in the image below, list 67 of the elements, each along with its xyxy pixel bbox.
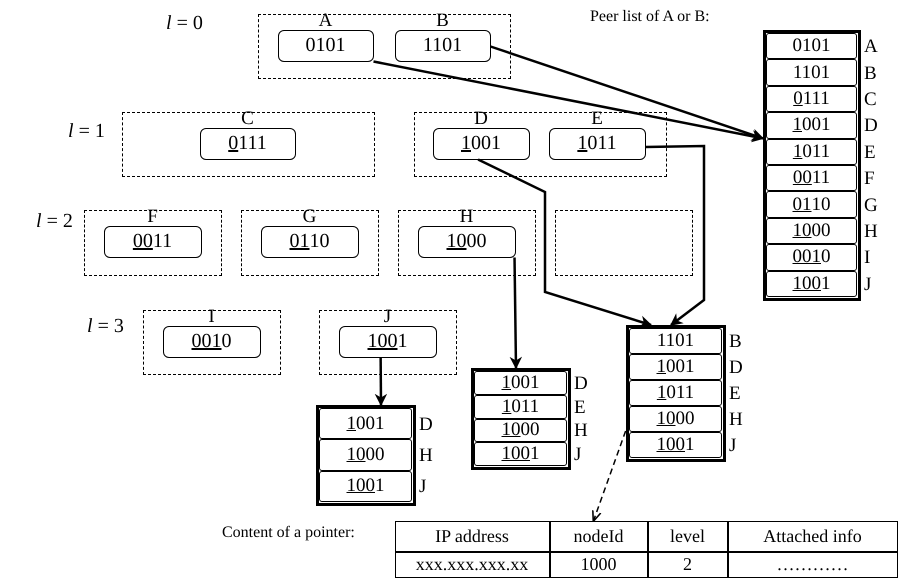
node-letter: C <box>240 110 255 128</box>
dashed-group-box <box>122 112 375 177</box>
dashed-group-box <box>241 210 379 276</box>
peer-letter: D <box>864 115 878 138</box>
peer-letter: J <box>729 435 736 457</box>
node-letter: H <box>458 208 474 226</box>
peer-letter: D <box>419 414 433 436</box>
dashed-group-box <box>143 310 281 375</box>
peer-letter: G <box>864 194 878 217</box>
node-id-box: 0110 <box>260 226 358 258</box>
peer-letter: J <box>574 444 582 466</box>
node-id-box: 1000 <box>418 226 516 258</box>
level-label: l = 3 <box>87 315 124 338</box>
peer-letter: J <box>419 476 426 498</box>
arrow <box>374 358 388 406</box>
heading-label: Peer list of A or B: <box>590 8 710 26</box>
arrow <box>373 60 764 142</box>
level-label: l = 0 <box>166 12 203 35</box>
node-letter: A <box>318 12 334 30</box>
arrow <box>490 45 764 141</box>
node-letter: I <box>207 308 216 326</box>
dashed-group-box <box>398 210 536 276</box>
table-cell: 2 <box>648 552 728 578</box>
peer-letter: I <box>864 247 870 270</box>
peer-letter: D <box>729 357 743 379</box>
peer-letter: A <box>864 36 878 58</box>
peer-letter: B <box>729 331 742 353</box>
peer-letter: E <box>729 383 741 405</box>
node-id-box: 0010 <box>162 326 260 358</box>
dashed-group-box <box>84 210 222 276</box>
peer-letter: B <box>864 62 877 85</box>
table-cell: nodeId <box>550 520 648 552</box>
table-cell: xxx.xxx.xxx.xx <box>394 552 550 578</box>
peer-letter: F <box>864 168 875 190</box>
node-id-box: 1001 <box>338 326 436 358</box>
peer-letter: D <box>574 372 588 395</box>
peer-letter: H <box>419 444 433 467</box>
node-id-box: 0101 <box>278 30 374 62</box>
peer-letter: J <box>864 274 872 296</box>
peer-letter: H <box>864 220 878 243</box>
arrow <box>645 144 706 326</box>
node-id-box: 0011 <box>104 226 202 258</box>
table-cell: level <box>648 520 728 552</box>
peer-letter: H <box>729 409 743 431</box>
peer-letter: H <box>574 420 588 442</box>
table-cell: ………… <box>728 552 898 578</box>
dashed-group-box <box>555 210 693 276</box>
peer-letter: E <box>574 396 586 419</box>
peer-letter: C <box>864 88 877 111</box>
dashed-group-box <box>319 310 457 375</box>
peer-letter: E <box>864 142 876 164</box>
dashed-group-box <box>258 14 511 79</box>
pointer-table <box>395 521 898 578</box>
dashed-group-box <box>414 112 667 177</box>
table-cell: 1000 <box>550 552 648 578</box>
node-letter: J <box>382 308 392 326</box>
level-label: l = 1 <box>68 120 105 143</box>
table-cell: IP address <box>394 520 550 552</box>
node-id-box: 0111 <box>200 128 296 160</box>
table-cell: Attached info <box>728 520 898 552</box>
node-id-box: 1011 <box>548 128 646 160</box>
arrow <box>510 257 522 370</box>
heading-label: Content of a pointer: <box>222 524 355 542</box>
level-label: l = 2 <box>36 210 73 233</box>
node-id-box: 1001 <box>432 128 530 160</box>
node-id-box: 1101 <box>394 30 490 62</box>
arrow <box>478 158 652 328</box>
